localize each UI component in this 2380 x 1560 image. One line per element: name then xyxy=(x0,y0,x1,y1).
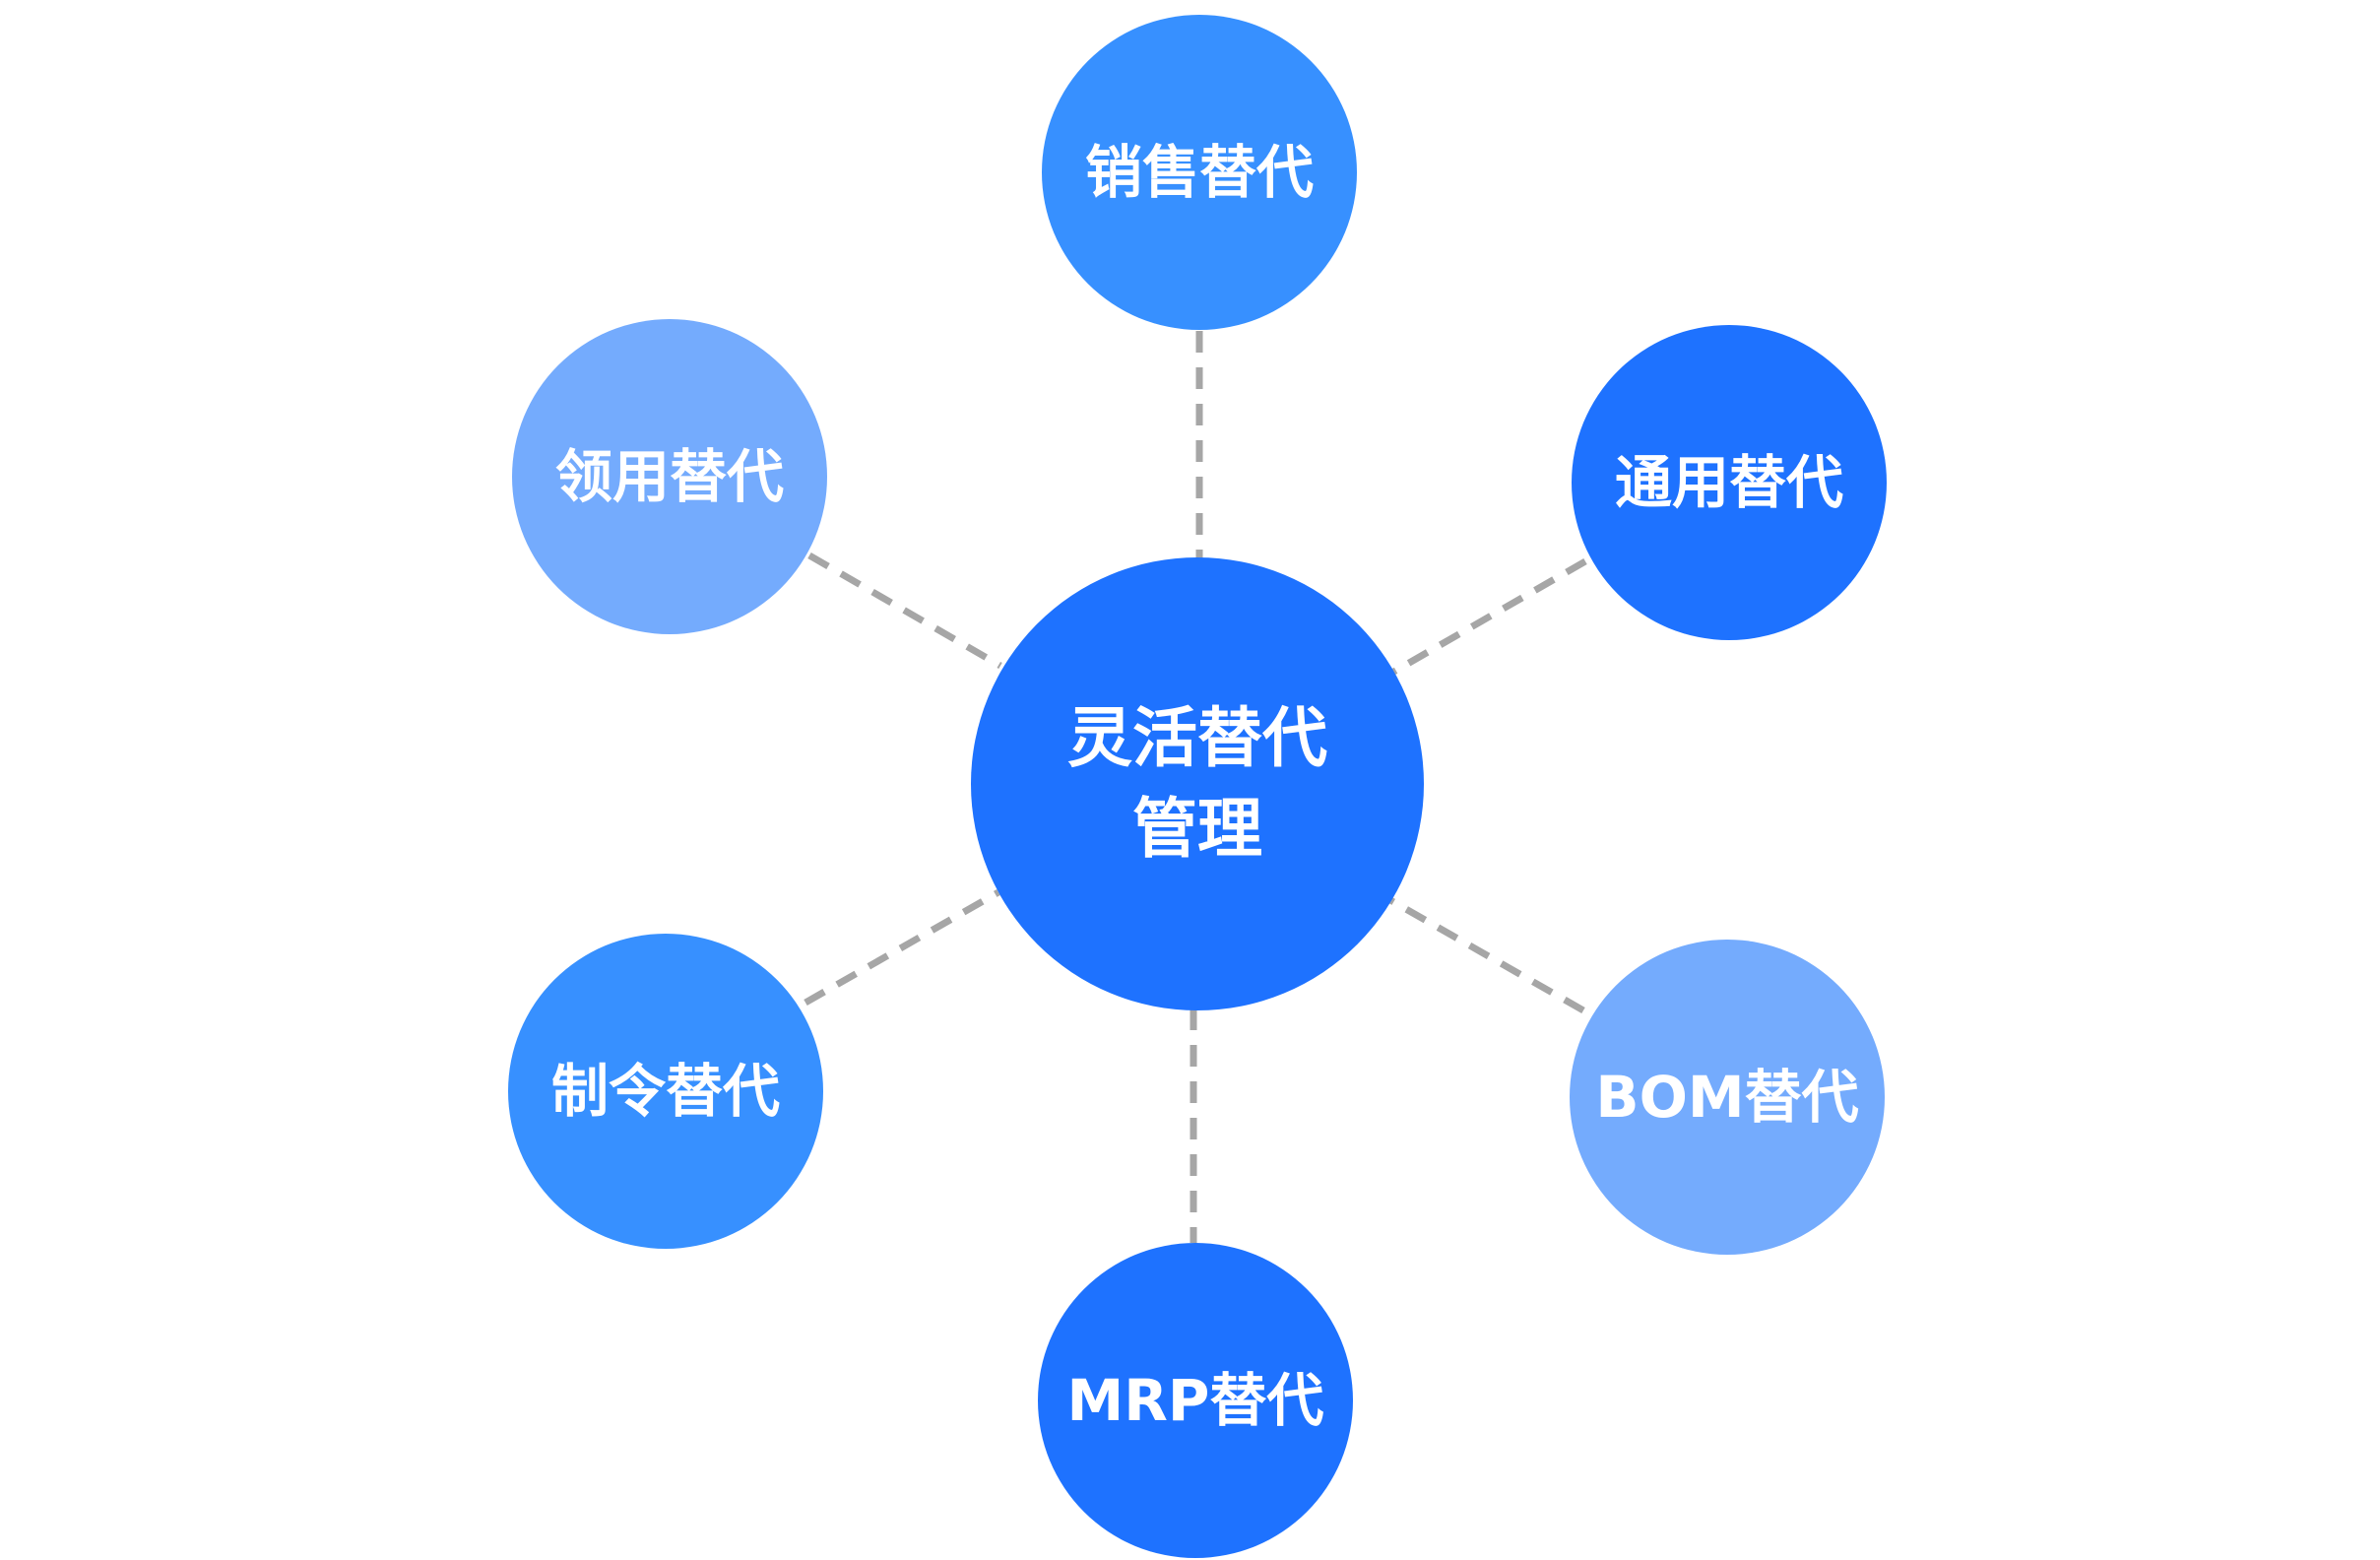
connector-upper-right xyxy=(1388,557,1587,678)
center-node-label-line1: 灵活替代 xyxy=(1067,699,1327,776)
center-node-flexible-substitution-management: 灵活替代 管理 xyxy=(971,557,1424,1010)
node-requisition-substitution: 领用替代 xyxy=(512,319,827,634)
connector-upper-left xyxy=(807,552,1002,670)
node-work-order-substitution: 制令替代 xyxy=(508,934,823,1249)
node-general-label: 通用替代 xyxy=(1614,448,1843,516)
center-node-label-line2: 管理 xyxy=(1132,791,1262,867)
node-work-order-label: 制令替代 xyxy=(550,1057,780,1125)
node-mrp-label: MRP替代 xyxy=(1066,1366,1324,1434)
node-sales-substitution: 销售替代 xyxy=(1042,15,1357,330)
connector-lower-right xyxy=(1388,896,1585,1014)
node-bom-substitution: BOM替代 xyxy=(1570,940,1885,1255)
node-bom-label: BOM替代 xyxy=(1595,1063,1859,1131)
node-requisition-label: 领用替代 xyxy=(554,442,784,510)
connector-lower-left xyxy=(804,888,1000,1007)
node-general-substitution: 通用替代 xyxy=(1572,325,1887,640)
node-mrp-substitution: MRP替代 xyxy=(1038,1243,1353,1558)
node-sales-label: 销售替代 xyxy=(1084,138,1314,206)
